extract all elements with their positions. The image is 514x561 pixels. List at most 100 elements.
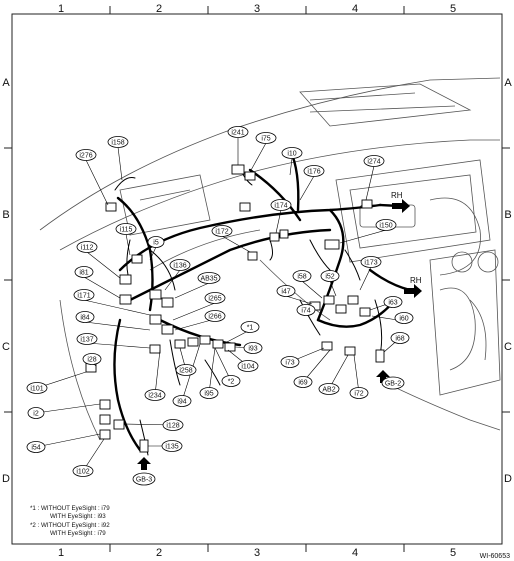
rh-label-upper: RH bbox=[391, 191, 403, 200]
connector-label-i115: i115 bbox=[115, 223, 137, 235]
row-label-b: B bbox=[2, 209, 9, 221]
connector-label-i276: i276 bbox=[75, 149, 97, 161]
connector-text: i75 bbox=[261, 136, 270, 143]
col-label-2: 2 bbox=[156, 3, 162, 15]
connector-text: i54 bbox=[31, 445, 40, 452]
row-label-right-b: B bbox=[504, 209, 511, 221]
connector-label-i69: i69 bbox=[293, 376, 313, 388]
eyesight-notes: *1 : WITHOUT EyeSight : i79 WITH EyeSigh… bbox=[30, 505, 110, 537]
connector-label-i173: i173 bbox=[360, 256, 382, 268]
connector-label-i101: i101 bbox=[26, 382, 48, 394]
connector-label-i63: i63 bbox=[383, 296, 403, 308]
col-label-4: 4 bbox=[352, 3, 358, 15]
connector-text: i150 bbox=[379, 223, 392, 230]
col-label-bottom-4: 4 bbox=[352, 547, 358, 559]
col-label-bottom-1: 1 bbox=[58, 547, 64, 559]
connector-label-i74: i74 bbox=[296, 304, 316, 316]
connector-label-i47: i47 bbox=[276, 285, 296, 297]
row-label-a: A bbox=[2, 77, 10, 89]
connector-text: i10 bbox=[287, 151, 296, 158]
ground-point-gb3: GB-3 bbox=[132, 457, 156, 486]
connector-label-i112: i112 bbox=[76, 241, 98, 253]
connector-label-i58: i58 bbox=[292, 270, 312, 282]
connector-label-i136: i136 bbox=[169, 259, 191, 271]
connector-label-i54: i54 bbox=[26, 441, 46, 453]
connector-text: i5 bbox=[153, 240, 159, 247]
connector-text: i115 bbox=[120, 227, 133, 234]
connector-text: i81 bbox=[79, 270, 88, 277]
connector-text: i265 bbox=[208, 296, 221, 303]
connector-text: i171 bbox=[77, 293, 90, 300]
connector-label-i5: i5 bbox=[147, 236, 165, 248]
connector-text: i274 bbox=[367, 159, 380, 166]
row-labels-left: A B C D bbox=[2, 77, 10, 485]
connector-text: i137 bbox=[80, 337, 93, 344]
connector-text: i52 bbox=[325, 274, 334, 281]
note-2-line-2: WITH EyeSight : i79 bbox=[50, 530, 106, 537]
connector-text: *1 bbox=[247, 325, 254, 332]
arrow-up-icon bbox=[137, 457, 151, 470]
row-label-c: C bbox=[2, 341, 10, 353]
connector-label-i104: i104 bbox=[237, 360, 259, 372]
column-labels-top: 1 2 3 4 5 bbox=[58, 3, 456, 15]
rh-arrow-upper: RH bbox=[391, 191, 410, 213]
connector-text: i174 bbox=[274, 203, 287, 210]
connector-label-i60: i60 bbox=[394, 312, 414, 324]
connector-text: i241 bbox=[231, 130, 244, 137]
arrow-right-icon bbox=[404, 284, 422, 298]
connector-text: i101 bbox=[30, 386, 43, 393]
ground-point-gb2: GB-2 bbox=[376, 370, 405, 390]
row-label-d: D bbox=[2, 473, 10, 485]
connector-label-i174: i174 bbox=[270, 199, 292, 211]
connector-label-i266: i266 bbox=[204, 310, 226, 322]
connector-label-i172: i172 bbox=[211, 225, 233, 237]
connector-label-i84: i84 bbox=[75, 311, 95, 323]
connector-label-i28: i28 bbox=[82, 353, 102, 365]
col-label-bottom-5: 5 bbox=[450, 547, 456, 559]
figure-id: WI-60653 bbox=[480, 553, 510, 560]
gb3-label: GB-3 bbox=[136, 477, 152, 484]
connector-label-i102: i102 bbox=[72, 465, 94, 477]
connector-text: i74 bbox=[301, 308, 310, 315]
connector-label-i10: i10 bbox=[281, 147, 303, 159]
connector-text: AB2 bbox=[322, 387, 335, 394]
connector-text: i95 bbox=[204, 391, 213, 398]
connector-text: i73 bbox=[285, 360, 294, 367]
connector-text: i266 bbox=[208, 314, 221, 321]
connector-text: i173 bbox=[364, 260, 377, 267]
connector-text: i72 bbox=[354, 391, 363, 398]
connector-text: i93 bbox=[248, 346, 257, 353]
connector-label-i73: i73 bbox=[280, 356, 300, 368]
arrow-right-icon bbox=[392, 199, 410, 213]
arrow-up-icon bbox=[376, 370, 390, 383]
connector-text: i258 bbox=[179, 368, 192, 375]
connector-text: i135 bbox=[165, 444, 178, 451]
connector-label-i81: i81 bbox=[74, 266, 94, 278]
gb2-label: GB-2 bbox=[385, 381, 401, 388]
harness-routes bbox=[113, 148, 412, 452]
col-label-3: 3 bbox=[254, 3, 260, 15]
connector-text: i104 bbox=[241, 364, 254, 371]
row-label-right-d: D bbox=[504, 473, 512, 485]
col-label-1: 1 bbox=[58, 3, 64, 15]
connector-text: i276 bbox=[79, 153, 92, 160]
connector-label-ab2: AB2 bbox=[318, 383, 340, 395]
rh-arrow-lower: RH bbox=[404, 276, 422, 298]
connector-text: i136 bbox=[173, 263, 186, 270]
connector-text: i84 bbox=[80, 315, 89, 322]
connector-text: i58 bbox=[297, 274, 306, 281]
connector-label-i135: i135 bbox=[161, 440, 183, 452]
note-1-line-2: WITH EyeSight : i93 bbox=[50, 513, 106, 520]
column-labels-bottom: 1 2 3 4 5 bbox=[58, 547, 456, 559]
col-label-5: 5 bbox=[450, 3, 456, 15]
connector-bodies bbox=[85, 164, 385, 453]
connector-text: i60 bbox=[399, 316, 408, 323]
connector-label-i72: i72 bbox=[349, 387, 369, 399]
connector-text: i28 bbox=[87, 357, 96, 364]
connector-label-i68: i68 bbox=[390, 332, 410, 344]
connector-label-i128: i128 bbox=[162, 419, 184, 431]
connector-label-i137: i137 bbox=[76, 333, 98, 345]
connector-label-i75: i75 bbox=[255, 132, 277, 144]
connector-text: i47 bbox=[281, 289, 290, 296]
connector-text: i112 bbox=[81, 245, 94, 252]
